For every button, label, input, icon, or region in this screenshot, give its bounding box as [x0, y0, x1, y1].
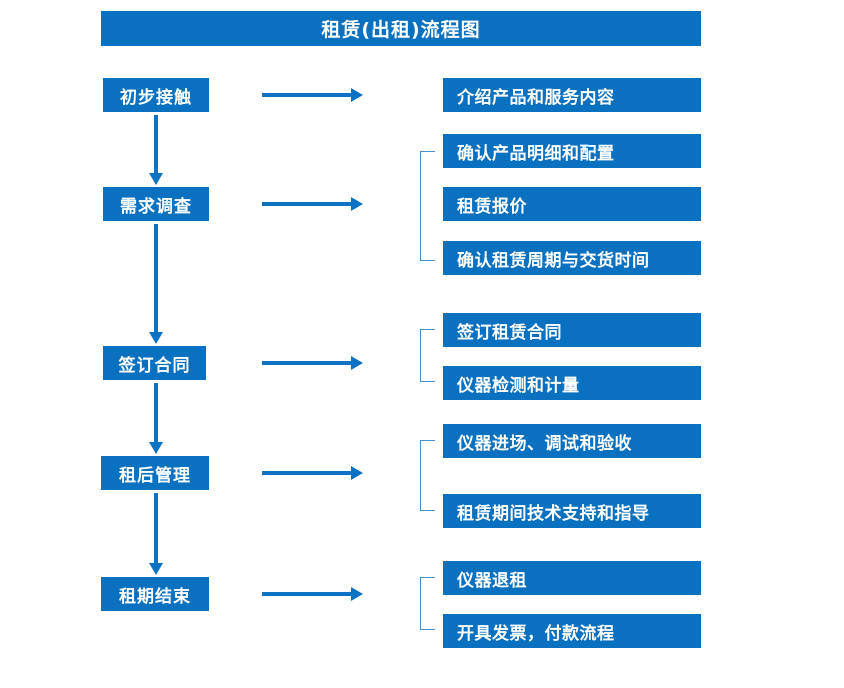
arrow-head-icon: [351, 587, 363, 601]
page-title: 租赁(出租)流程图: [101, 11, 701, 46]
detail-box-4-2[interactable]: 租赁期间技术支持和指导: [443, 494, 701, 528]
arrow-head-icon: [351, 356, 363, 370]
arrow-stage-1-to-stage-2: [148, 115, 164, 185]
arrow-stage-3-to-details: [262, 355, 363, 371]
stage-box-1[interactable]: 初步接触: [103, 78, 209, 112]
group-bracket-4: [420, 440, 435, 511]
detail-box-3-2[interactable]: 仪器检测和计量: [443, 366, 701, 400]
arrow-head-icon: [351, 466, 363, 480]
arrow-stage-5-to-details: [262, 586, 363, 602]
arrow-stage-3-to-stage-4: [148, 383, 164, 454]
detail-box-1-1[interactable]: 介绍产品和服务内容: [443, 78, 701, 112]
arrow-shaft: [262, 592, 352, 596]
stage-box-4[interactable]: 租后管理: [101, 456, 209, 490]
arrow-shaft: [154, 115, 158, 174]
detail-box-2-3[interactable]: 确认租赁周期与交货时间: [443, 241, 701, 275]
arrow-head-icon: [351, 197, 363, 211]
arrow-shaft: [262, 202, 352, 206]
arrow-head-icon: [149, 442, 163, 454]
arrow-stage-2-to-details: [262, 196, 363, 212]
arrow-head-icon: [149, 173, 163, 185]
group-bracket-5: [420, 577, 435, 630]
stage-box-3[interactable]: 签订合同: [103, 346, 206, 380]
arrow-head-icon: [149, 563, 163, 575]
arrow-shaft: [262, 471, 352, 475]
arrow-shaft: [154, 224, 158, 333]
stage-box-2[interactable]: 需求调查: [103, 187, 209, 221]
detail-box-2-1[interactable]: 确认产品明细和配置: [443, 134, 701, 168]
group-bracket-2: [420, 151, 435, 261]
detail-box-5-1[interactable]: 仪器退租: [443, 561, 701, 595]
arrow-stage-1-to-details: [262, 87, 363, 103]
detail-box-2-2[interactable]: 租赁报价: [443, 187, 701, 221]
arrow-shaft: [154, 493, 158, 564]
stage-box-5[interactable]: 租期结束: [101, 577, 209, 611]
detail-box-4-1[interactable]: 仪器进场、调试和验收: [443, 424, 701, 458]
arrow-shaft: [154, 383, 158, 443]
arrow-shaft: [262, 93, 352, 97]
group-bracket-3: [420, 329, 435, 382]
arrow-head-icon: [149, 332, 163, 344]
detail-box-3-1[interactable]: 签订租赁合同: [443, 313, 701, 347]
detail-box-5-2[interactable]: 开具发票，付款流程: [443, 614, 701, 648]
arrow-stage-4-to-stage-5: [148, 493, 164, 575]
arrow-stage-2-to-stage-3: [148, 224, 164, 344]
arrow-shaft: [262, 361, 352, 365]
arrow-head-icon: [351, 88, 363, 102]
arrow-stage-4-to-details: [262, 465, 363, 481]
